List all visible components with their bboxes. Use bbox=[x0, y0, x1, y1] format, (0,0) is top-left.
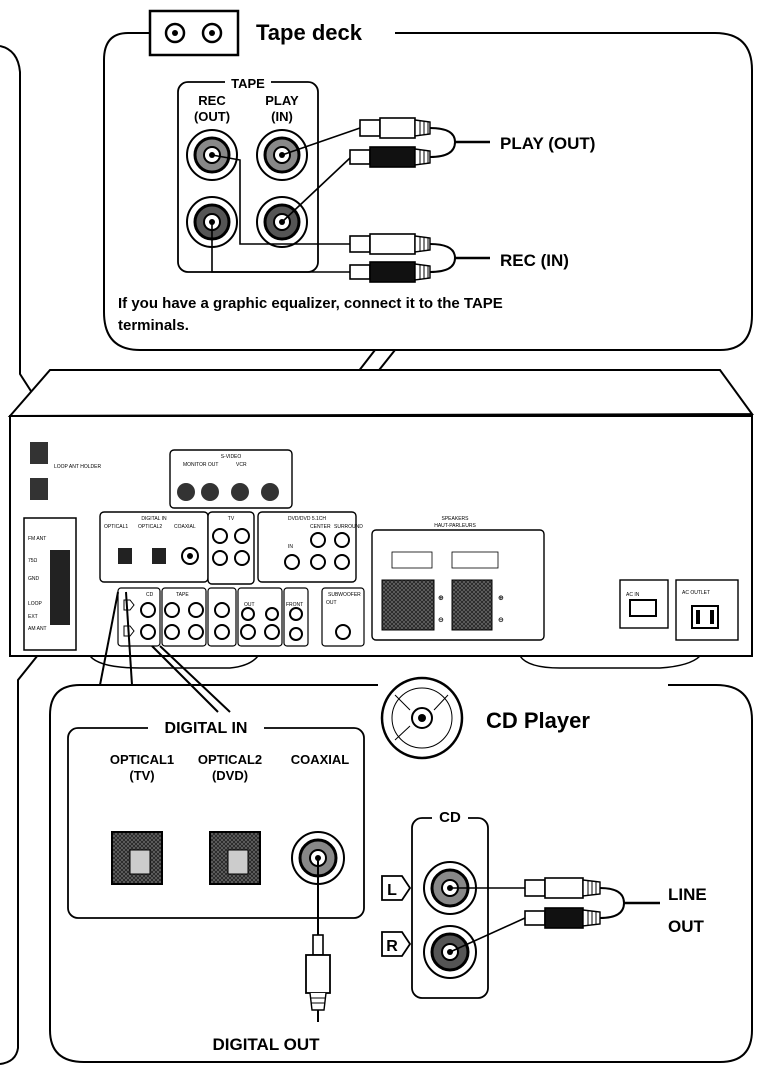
dvd-51ch-block: DVD/DVD 5.1CH CENTER SURROUND IN bbox=[257, 511, 363, 583]
svg-text:⊖: ⊖ bbox=[498, 617, 504, 624]
rx-ac-outlet-label: AC OUTLET bbox=[682, 590, 710, 596]
cd-coaxial-label: COAXIAL bbox=[291, 752, 350, 767]
cd-r-marker: R bbox=[381, 931, 412, 957]
rx-speakers-fr-label: HAUT-PARLEURS bbox=[434, 523, 476, 529]
svideo-vcr-label: VCR bbox=[236, 462, 247, 468]
ohm-label: 75Ω bbox=[28, 558, 38, 564]
play-out-label: PLAY (OUT) bbox=[500, 134, 595, 153]
loop-antenna-holder: LOOP ANT HOLDER bbox=[30, 442, 101, 500]
rx-cd-label: CD bbox=[146, 592, 154, 598]
svg-text:⊕: ⊕ bbox=[438, 595, 444, 602]
svideo-block: S-VIDEO MONITOR OUT VCR bbox=[169, 449, 293, 509]
rx-digital-in-label: DIGITAL IN bbox=[141, 516, 167, 522]
tape-panel-label: TAPE bbox=[231, 76, 265, 91]
audio-jacks-row: CD TAPE OUT FRONT SUBWOOFER OUT bbox=[117, 587, 365, 647]
rx-in-label: IN bbox=[288, 544, 293, 550]
cd-player-title: CD Player bbox=[486, 708, 590, 733]
loop-ant-holder-label: LOOP ANT HOLDER bbox=[54, 464, 101, 470]
antenna-terminals: FM ANT 75Ω GND LOOP EXT AM ANT bbox=[23, 517, 77, 651]
line-out-plug-black[interactable] bbox=[524, 907, 601, 929]
cd-optical2-sub-label: (DVD) bbox=[212, 768, 248, 783]
tape-deck-title: Tape deck bbox=[256, 20, 363, 45]
tape-cable-wires bbox=[211, 127, 361, 273]
receiver-rear-panel: LOOP ANT HOLDER FM ANT 75Ω GND LOOP EXT … bbox=[7, 369, 754, 669]
rec-in-plug-black[interactable] bbox=[349, 261, 431, 283]
rx-speakers-label: SPEAKERS bbox=[442, 516, 470, 522]
optical2-port[interactable] bbox=[209, 831, 261, 885]
gnd-label: GND bbox=[28, 576, 40, 582]
digital-out-cable bbox=[305, 858, 331, 1022]
tape-note-line2: terminals. bbox=[118, 317, 189, 334]
line-out-cable-join bbox=[599, 887, 626, 919]
svg-text:⊖: ⊖ bbox=[438, 617, 444, 624]
loop-label: LOOP bbox=[28, 601, 43, 607]
line-out-plug-white[interactable] bbox=[524, 877, 601, 899]
rec-sub-label: (OUT) bbox=[194, 109, 230, 124]
rx-tape-label: TAPE bbox=[176, 592, 189, 598]
cd-r-label: R bbox=[386, 938, 398, 955]
tape-deck-icon bbox=[148, 9, 240, 57]
rx-coaxial-label: COAXIAL bbox=[174, 524, 196, 530]
cd-player-callout: CD Player DIGITAL IN OPTICAL1 (TV) OPTIC… bbox=[49, 676, 753, 1063]
fm-ant-label: FM ANT bbox=[28, 536, 46, 542]
rx-dvd51-label: DVD/DVD 5.1CH bbox=[288, 516, 326, 522]
cd-l-label: L bbox=[387, 882, 397, 899]
ext-label: EXT bbox=[28, 614, 38, 620]
cd-optical1-label: OPTICAL1 bbox=[110, 752, 174, 767]
rx-ac-in-label: AC IN bbox=[626, 592, 640, 598]
ac-block: AC IN AC OUTLET bbox=[619, 579, 739, 641]
svideo-label: S-VIDEO bbox=[221, 454, 242, 460]
line-out-wires bbox=[449, 887, 526, 953]
rx-optical2-label: OPTICAL2 bbox=[138, 524, 162, 530]
coaxial-port[interactable] bbox=[291, 831, 345, 885]
tape-deck-callout: Tape deck TAPE REC (OUT) PLAY (IN) bbox=[103, 9, 753, 351]
tape-panel: TAPE REC (OUT) PLAY (IN) bbox=[177, 74, 319, 273]
left-bracket-bottom bbox=[0, 649, 43, 1065]
tape-note-line1: If you have a graphic equalizer, connect… bbox=[118, 295, 503, 312]
line-out-label-2: OUT bbox=[668, 917, 705, 936]
cd-digital-in-label: DIGITAL IN bbox=[165, 720, 248, 737]
am-ant-label: AM ANT bbox=[28, 626, 47, 632]
digital-out-label: DIGITAL OUT bbox=[212, 1035, 320, 1054]
cd-optical1-sub-label: (TV) bbox=[129, 768, 154, 783]
rx-surround-label: SURROUND bbox=[334, 524, 363, 530]
cd-callout-leaders bbox=[99, 591, 231, 713]
rec-in-plug-white[interactable] bbox=[349, 233, 431, 255]
cd-panel-label: CD bbox=[439, 809, 461, 826]
cd-digital-in-panel: DIGITAL IN OPTICAL1 (TV) OPTICAL2 (DVD) … bbox=[67, 718, 365, 919]
cd-l-marker: L bbox=[381, 875, 412, 901]
rx-optical1-label: OPTICAL1 bbox=[104, 524, 128, 530]
play-label: PLAY bbox=[265, 93, 299, 108]
left-bracket-top bbox=[0, 45, 39, 403]
rx-out-label: OUT bbox=[244, 602, 255, 608]
speakers-block: SPEAKERS HAUT-PARLEURS ⊕ ⊖ ⊕ ⊖ bbox=[371, 516, 545, 641]
rx-front-label: FRONT bbox=[286, 602, 303, 608]
cd-optical2-label: OPTICAL2 bbox=[198, 752, 262, 767]
rx-tv-label: TV bbox=[228, 516, 235, 522]
play-sub-label: (IN) bbox=[271, 109, 293, 124]
digital-in-block: DIGITAL IN OPTICAL1 OPTICAL2 COAXIAL bbox=[99, 511, 209, 583]
svideo-monitor-label: MONITOR OUT bbox=[183, 462, 218, 468]
rec-in-label: REC (IN) bbox=[500, 251, 569, 270]
rx-sub-out-label: OUT bbox=[326, 600, 337, 606]
line-out-label-1: LINE bbox=[668, 885, 707, 904]
cd-disc-icon bbox=[380, 676, 464, 760]
cd-analog-panel: CD L R bbox=[381, 808, 489, 999]
rx-center-label: CENTER bbox=[310, 524, 331, 530]
play-out-plug-black[interactable] bbox=[349, 146, 431, 168]
svg-text:⊕: ⊕ bbox=[498, 595, 504, 602]
play-out-plug-white[interactable] bbox=[359, 117, 431, 139]
optical1-port[interactable] bbox=[111, 831, 163, 885]
rx-subwoofer-label: SUBWOOFER bbox=[328, 592, 361, 598]
rec-label: REC bbox=[198, 93, 226, 108]
